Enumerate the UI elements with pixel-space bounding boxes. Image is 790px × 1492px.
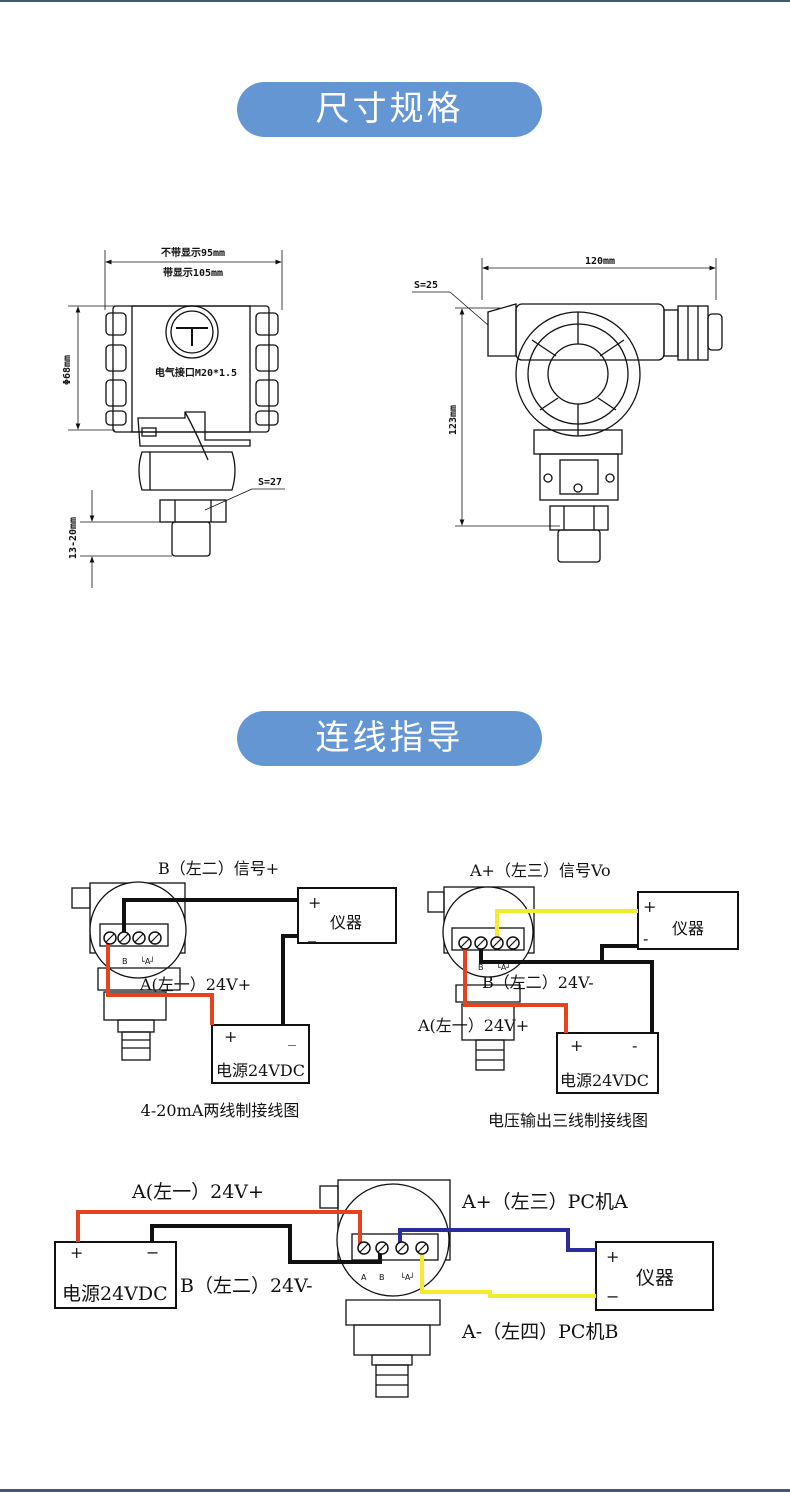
three-wire-power-label: A(左一）24V+ (417, 1016, 529, 1035)
terminal-label-b-3w: B (478, 963, 484, 972)
two-wire-inst-minus: _ (308, 923, 316, 942)
terminal-label-a: └A┘ (140, 956, 155, 966)
four-wire-instrument: 仪器 (636, 1267, 674, 1289)
top-border (0, 0, 790, 2)
three-wire-power-supply: 电源24VDC (560, 1071, 649, 1090)
four-wire-power-pos-label: A(左一）24V+ (131, 1181, 264, 1203)
three-wire-inst-plus: + (643, 897, 656, 916)
three-wire-psu-plus: + (570, 1036, 583, 1055)
section-title-dimensions: 尺寸规格 (237, 82, 542, 137)
dim-diameter: Φ68mm (62, 355, 73, 385)
four-wire-power-supply: 电源24VDC (62, 1283, 168, 1305)
terminal-label-a-3w: └A┘ (496, 962, 511, 972)
two-wire-psu-minus: _ (288, 1027, 296, 1046)
side-view-drawing (412, 258, 723, 563)
three-wire-instrument: 仪器 (672, 919, 704, 938)
terminal-label-b-4w: B (379, 1273, 385, 1282)
four-wire-inst-plus: + (606, 1247, 619, 1266)
three-wire-inst-minus: - (643, 929, 648, 948)
four-wire-inst-minus: − (606, 1287, 619, 1306)
dim-wrench-side: S=25 (414, 280, 438, 291)
front-view-drawing (68, 250, 285, 588)
dim-wrench-front: S=27 (258, 477, 282, 488)
dim-side-height: 123mm (448, 405, 459, 435)
four-wire-diagram: A B └A┘ (54, 1179, 714, 1398)
two-wire-power-supply: 电源24VDC (216, 1061, 305, 1080)
two-wire-diagram: B └A┘ (71, 881, 397, 1084)
three-wire-signal-label: A+（左三）信号Vo (469, 861, 611, 880)
three-wire-negative-label: B（左二）24V- (482, 973, 594, 992)
two-wire-inst-plus: + (308, 893, 321, 912)
dim-thread-length: 13-20mm (68, 517, 79, 559)
bottom-border (0, 1489, 790, 1492)
section-title-wiring: 连线指导 (237, 711, 542, 766)
terminal-label-a-4w: A (361, 1273, 367, 1282)
two-wire-instrument: 仪器 (330, 913, 362, 932)
two-wire-signal-label: B（左二）信号+ (158, 859, 279, 878)
terminal-label-a2-4w: └A┘ (400, 1272, 415, 1282)
three-wire-diagram: B └A┘ (427, 886, 739, 1094)
terminal-label-b: B (122, 957, 128, 966)
three-wire-psu-minus: - (632, 1036, 637, 1055)
three-wire-caption: 电压输出三线制接线图 (488, 1111, 648, 1130)
dim-side-width: 120mm (585, 256, 615, 267)
four-wire-pc-b-label: A-（左四）PC机B (461, 1321, 618, 1343)
dim-electrical-port: 电气接口M20*1.5 (155, 366, 237, 379)
two-wire-power-label: A(左一）24V+ (139, 975, 251, 994)
two-wire-psu-plus: + (224, 1027, 237, 1046)
dim-width-no-display: 不带显示95mm (161, 246, 225, 259)
four-wire-power-neg-label: B（左二）24V- (180, 1275, 313, 1297)
dim-width-with-display: 带显示105mm (163, 266, 223, 279)
four-wire-pc-a-label: A+（左三）PC机A (461, 1191, 628, 1213)
two-wire-caption: 4-20mA两线制接线图 (141, 1101, 300, 1120)
four-wire-psu-plus: + (70, 1243, 83, 1262)
four-wire-psu-minus: − (146, 1243, 159, 1262)
